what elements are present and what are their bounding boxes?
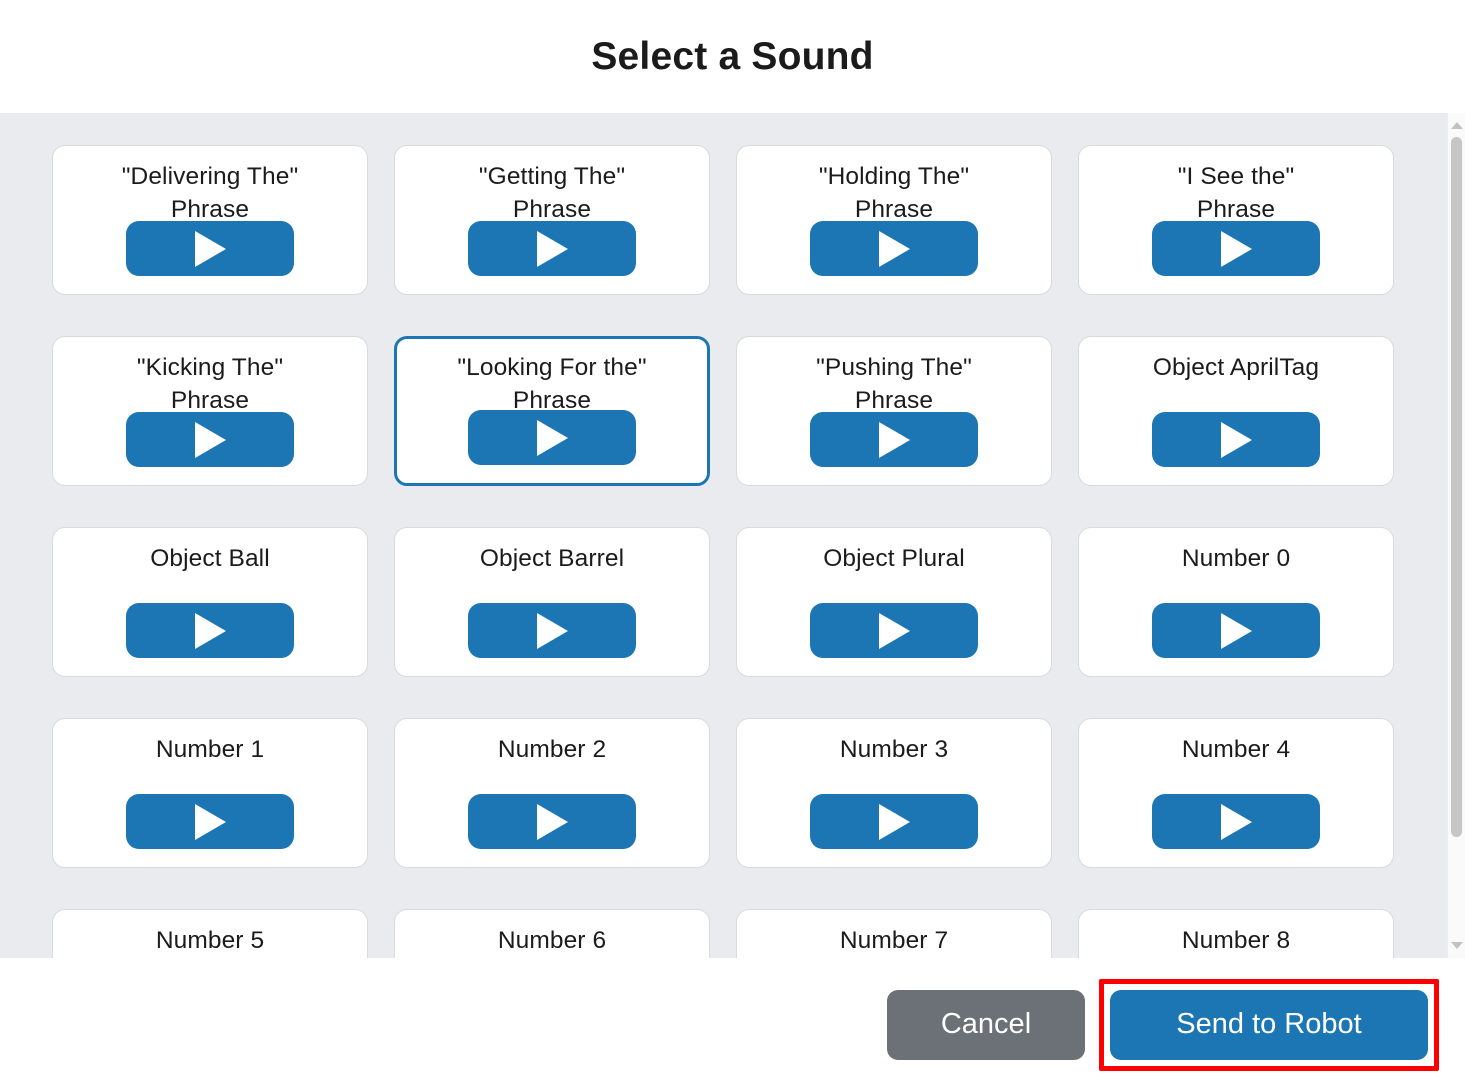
- play-button[interactable]: [1152, 412, 1320, 467]
- sound-card-label: Number 4: [1181, 736, 1291, 763]
- sound-card[interactable]: "Delivering The" Phrase: [52, 145, 368, 295]
- play-icon: [537, 230, 568, 267]
- dialog-header: Select a Sound: [0, 0, 1465, 113]
- play-icon: [195, 803, 226, 840]
- play-button[interactable]: [810, 412, 978, 467]
- sound-card-label: Object AprilTag: [1152, 354, 1320, 381]
- sound-card[interactable]: Object Plural: [736, 527, 1052, 677]
- play-button[interactable]: [810, 221, 978, 276]
- sound-card-label: Number 6: [497, 927, 607, 954]
- sound-card-label: Object Barrel: [479, 545, 625, 572]
- sound-card[interactable]: Number 0: [1078, 527, 1394, 677]
- send-to-robot-highlight: Send to Robot: [1099, 978, 1439, 1071]
- sound-grid: "Delivering The" Phrase "Getting The" Phr…: [0, 113, 1447, 958]
- play-button[interactable]: [468, 410, 636, 465]
- sound-grid-viewport: "Delivering The" Phrase "Getting The" Phr…: [0, 113, 1447, 958]
- sound-card[interactable]: "I See the" Phrase: [1078, 145, 1394, 295]
- chevron-up-icon[interactable]: [1450, 122, 1463, 129]
- sound-card[interactable]: Number 7: [736, 909, 1052, 958]
- play-button[interactable]: [1152, 603, 1320, 658]
- play-button[interactable]: [126, 603, 294, 658]
- sound-card[interactable]: Number 8: [1078, 909, 1394, 958]
- play-button[interactable]: [468, 794, 636, 849]
- play-button[interactable]: [468, 221, 636, 276]
- play-icon: [537, 803, 568, 840]
- play-icon: [879, 612, 910, 649]
- play-icon: [195, 230, 226, 267]
- sound-card-label: Number 8: [1181, 927, 1291, 954]
- scrollbar-thumb[interactable]: [1451, 137, 1462, 837]
- sound-card[interactable]: Number 1: [52, 718, 368, 868]
- sound-card-label: Object Plural: [823, 545, 965, 572]
- play-icon: [1221, 612, 1252, 649]
- sound-card-label: "Pushing The" Phrase: [816, 354, 972, 414]
- play-button[interactable]: [126, 794, 294, 849]
- vertical-scrollbar[interactable]: [1447, 113, 1465, 958]
- sound-card-label: Object Ball: [150, 545, 270, 572]
- page-title: Select a Sound: [591, 35, 874, 78]
- sound-card-label: Number 3: [839, 736, 949, 763]
- sound-list-body: "Delivering The" Phrase "Getting The" Phr…: [0, 113, 1465, 958]
- play-icon: [1221, 421, 1252, 458]
- sound-card[interactable]: Number 2: [394, 718, 710, 868]
- sound-card[interactable]: Number 4: [1078, 718, 1394, 868]
- sound-card[interactable]: "Kicking The" Phrase: [52, 336, 368, 486]
- play-button[interactable]: [126, 412, 294, 467]
- play-icon: [879, 421, 910, 458]
- sound-card-label: "Holding The" Phrase: [818, 163, 970, 223]
- sound-card-label: "Kicking The" Phrase: [136, 354, 284, 414]
- sound-card-label: "I See the" Phrase: [1177, 163, 1295, 223]
- play-icon: [879, 230, 910, 267]
- sound-card[interactable]: Object Ball: [52, 527, 368, 677]
- play-button[interactable]: [126, 221, 294, 276]
- sound-card-label: Number 5: [155, 927, 265, 954]
- play-button[interactable]: [1152, 794, 1320, 849]
- sound-card[interactable]: Object Barrel: [394, 527, 710, 677]
- play-icon: [537, 612, 568, 649]
- sound-card-label: Number 2: [497, 736, 607, 763]
- sound-card[interactable]: "Holding The" Phrase: [736, 145, 1052, 295]
- play-button[interactable]: [810, 794, 978, 849]
- send-to-robot-button[interactable]: Send to Robot: [1110, 989, 1428, 1060]
- sound-card[interactable]: Object AprilTag: [1078, 336, 1394, 486]
- sound-card[interactable]: "Looking For the" Phrase: [394, 336, 710, 486]
- play-button[interactable]: [810, 603, 978, 658]
- play-button[interactable]: [468, 603, 636, 658]
- sound-card[interactable]: Number 3: [736, 718, 1052, 868]
- play-button[interactable]: [1152, 221, 1320, 276]
- sound-card[interactable]: "Pushing The" Phrase: [736, 336, 1052, 486]
- play-icon: [1221, 803, 1252, 840]
- sound-card-label: Number 0: [1181, 545, 1291, 572]
- sound-card-label: Number 1: [155, 736, 265, 763]
- dialog-footer: Cancel Send to Robot: [0, 958, 1465, 1091]
- sound-card-label: "Looking For the" Phrase: [457, 354, 647, 414]
- play-icon: [195, 612, 226, 649]
- sound-card-label: Number 7: [839, 927, 949, 954]
- sound-card-label: "Delivering The" Phrase: [121, 163, 299, 223]
- cancel-button[interactable]: Cancel: [887, 989, 1085, 1060]
- play-icon: [537, 419, 568, 456]
- play-icon: [879, 803, 910, 840]
- chevron-down-icon[interactable]: [1450, 942, 1463, 949]
- sound-card-label: "Getting The" Phrase: [478, 163, 626, 223]
- sound-card[interactable]: Number 5: [52, 909, 368, 958]
- play-icon: [195, 421, 226, 458]
- sound-card[interactable]: "Getting The" Phrase: [394, 145, 710, 295]
- play-icon: [1221, 230, 1252, 267]
- sound-card[interactable]: Number 6: [394, 909, 710, 958]
